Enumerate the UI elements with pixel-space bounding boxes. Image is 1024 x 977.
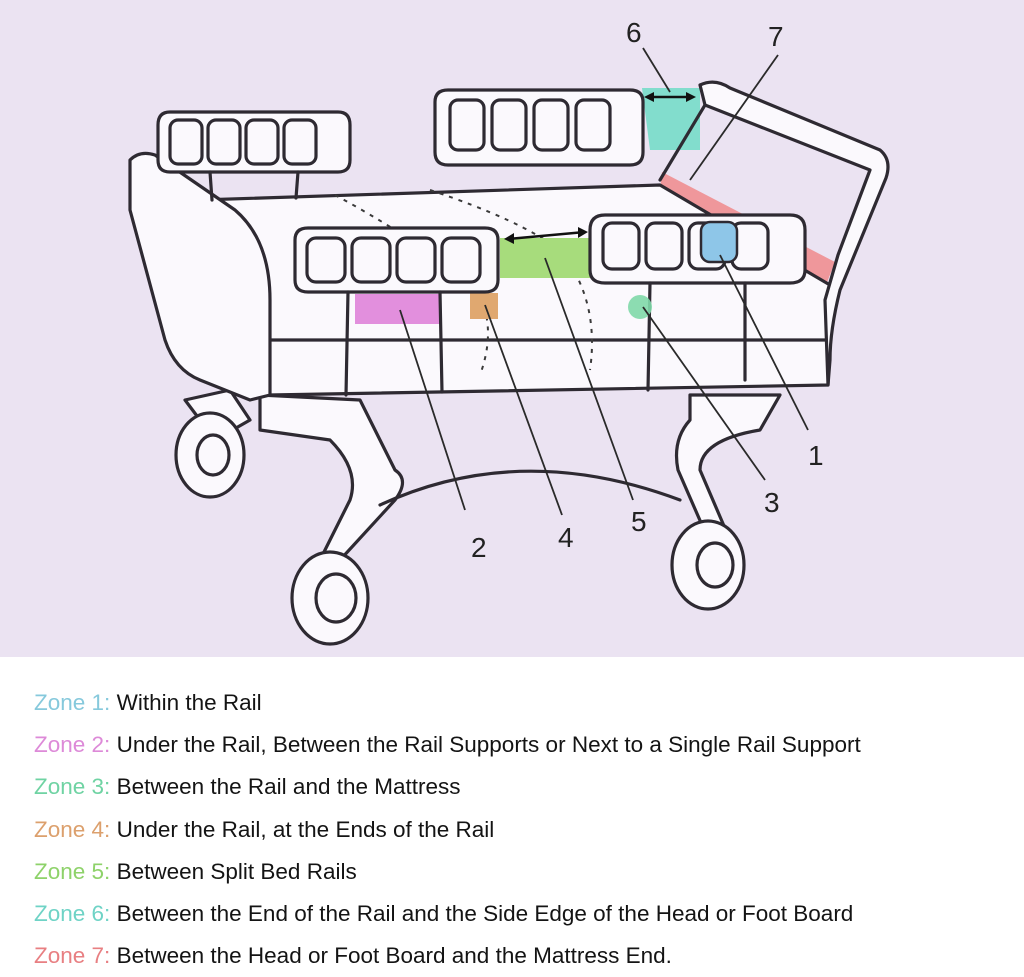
leader-1 xyxy=(719,254,809,431)
frame-right-leg xyxy=(674,393,782,550)
head-board xyxy=(698,80,890,387)
leader-7 xyxy=(689,54,779,181)
callout-6: 6 xyxy=(626,17,642,48)
leader-3 xyxy=(642,306,766,481)
leader-5 xyxy=(544,257,634,501)
rail-back-left xyxy=(156,110,352,202)
zone-4-highlight xyxy=(470,293,498,319)
foot-board xyxy=(128,151,272,402)
zone-description: Between the Head or Foot Board and the M… xyxy=(116,943,672,969)
callout-7: 7 xyxy=(768,21,784,52)
hospital-bed-illustration: 1 2 3 4 5 6 7 xyxy=(128,17,890,646)
zone-5-arrow xyxy=(504,227,588,244)
zone-label: Zone 4: xyxy=(34,816,111,842)
wheel-front-right xyxy=(670,519,746,611)
head-board-edge xyxy=(658,103,707,182)
legend-zone-6: Zone 6: Between the End of the Rail and … xyxy=(34,893,1014,935)
zone-description: Within the Rail xyxy=(116,690,262,715)
zone-label: Zone 6: xyxy=(34,900,111,926)
zone-2-highlight xyxy=(355,294,440,324)
zone-description: Between the Rail and the Mattress xyxy=(116,774,461,800)
zone-3-highlight xyxy=(628,295,652,319)
frame-left-leg xyxy=(258,393,405,562)
legend-zone-7: Zone 7: Between the Head or Foot Board a… xyxy=(34,935,1014,977)
zone-description: Between Split Bed Rails xyxy=(116,858,357,884)
legend-zone-3: Zone 3: Between the Rail and the Mattres… xyxy=(34,766,1014,808)
legend-zone-5: Zone 5: Between Split Bed Rails xyxy=(34,851,1014,893)
zone-description: Under the Rail, Between the Rail Support… xyxy=(116,732,861,758)
bed-entrapment-diagram: 1 2 3 4 5 6 7 xyxy=(0,0,1024,657)
callout-1: 1 xyxy=(808,440,824,471)
zone-1-highlight xyxy=(699,220,739,264)
zone-legend: Zone 1: Within the Rail Zone 2: Under th… xyxy=(34,682,1014,977)
frame-cross-bar xyxy=(378,469,682,507)
callout-3: 3 xyxy=(764,487,780,518)
callout-5: 5 xyxy=(631,506,647,537)
leader-6 xyxy=(642,47,671,93)
rail-front-left xyxy=(293,226,500,397)
wheel-front-left xyxy=(290,550,370,646)
rail-back-right xyxy=(433,88,645,167)
legend-zone-4: Zone 4: Under the Rail, at the Ends of t… xyxy=(34,809,1014,851)
leader-4 xyxy=(484,304,563,516)
legend-zone-2: Zone 2: Under the Rail, Between the Rail… xyxy=(34,724,1014,766)
zone-label: Zone 5: xyxy=(34,858,111,884)
legend-zone-1: Zone 1: Within the Rail xyxy=(34,682,1014,724)
zone-label: Zone 3: xyxy=(34,774,111,800)
split-line-left xyxy=(334,194,489,376)
zone-description: Under the Rail, at the Ends of the Rail xyxy=(116,816,495,842)
zone-label: Zone 7: xyxy=(34,943,111,969)
zone-6-arrow xyxy=(644,92,696,102)
callout-4: 4 xyxy=(558,522,574,553)
rail-front-right xyxy=(588,213,807,392)
callout-2: 2 xyxy=(471,532,487,563)
zone-description: Between the End of the Rail and the Side… xyxy=(116,900,854,926)
zone-label: Zone 2: xyxy=(34,732,111,758)
wheel-back-left xyxy=(174,411,246,499)
leader-2 xyxy=(399,309,466,511)
zone-label: Zone 1: xyxy=(34,690,111,715)
